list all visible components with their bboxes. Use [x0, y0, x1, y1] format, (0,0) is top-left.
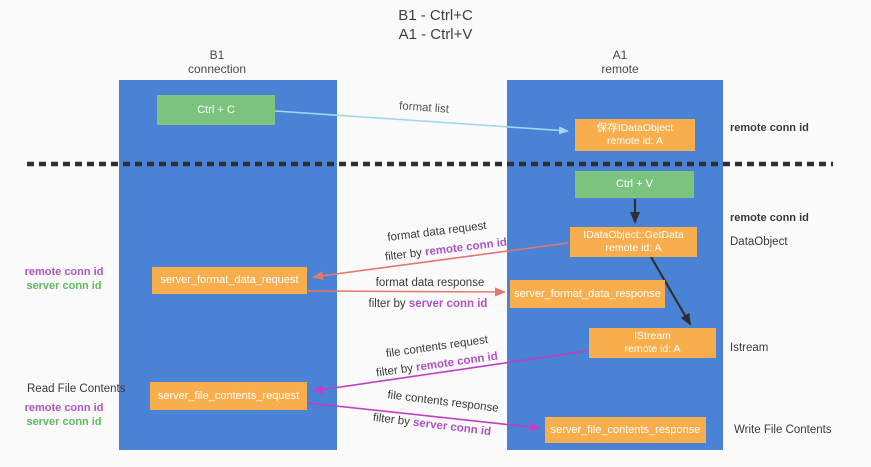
lifeline-a1-subtitle: remote — [601, 62, 639, 76]
ctrl-v-label: Ctrl + V — [616, 178, 653, 190]
title-line-2: A1 - Ctrl+V — [398, 26, 473, 43]
server-conn-id-key: server conn id — [412, 416, 492, 439]
left-conn-id-group-1: remote conn id server conn id — [16, 265, 112, 293]
getdata-line1: IDataObject::GetData — [583, 229, 684, 241]
filter-by-text: filter by — [384, 247, 423, 264]
server-format-data-response-label: server_format_data_response — [514, 287, 661, 300]
filter-by-text: filter by — [372, 411, 411, 429]
filter-by-text: filter by — [368, 298, 406, 310]
save-dataobject-line2: remote id: A — [606, 135, 664, 147]
write-file-contents-label: Write File Contents — [734, 424, 832, 436]
format-list-label: format list — [398, 100, 450, 116]
server-format-data-request-box: server_format_data_request — [152, 267, 307, 294]
format-data-response-arrow — [307, 287, 506, 297]
left-conn-id-group-2: remote conn id server conn id — [16, 401, 112, 429]
lifeline-header-a1: A1 remote — [560, 48, 680, 76]
getdata-box: IDataObject::GetData remote id: A — [570, 227, 697, 257]
istream-line2: remote id: A — [624, 343, 681, 355]
save-dataobject-box: 保存IDataObject remote id: A — [575, 119, 695, 151]
title-line-1: B1 - Ctrl+C — [398, 7, 473, 24]
lifeline-header-b1: B1 connection — [157, 48, 277, 76]
ctrl-c-label: Ctrl + C — [197, 103, 235, 116]
remote-conn-id-label-top-right: remote conn id — [730, 122, 809, 134]
file-contents-response-label: file contents response — [386, 389, 500, 415]
remote-conn-id-label-left-2: remote conn id — [24, 402, 104, 414]
file-contents-response-filter-label: filter by server conn id — [372, 412, 491, 438]
diagram-title: B1 - Ctrl+C A1 - Ctrl+V — [0, 6, 871, 44]
filter-by-text: filter by — [375, 362, 414, 380]
server-file-contents-request-box: server_file_contents_request — [150, 382, 307, 410]
server-conn-id-label-left-2: server conn id — [26, 416, 102, 428]
lifeline-b1-name: B1 — [209, 48, 225, 62]
server-format-data-response-box: server_format_data_response — [510, 280, 665, 308]
format-data-response-filter-label: filter by server conn id — [369, 298, 488, 310]
server-conn-id-key: server conn id — [408, 298, 488, 310]
dataobject-label: DataObject — [730, 236, 788, 248]
istream-side-label: Istream — [730, 342, 769, 354]
save-dataobject-line1: 保存IDataObject — [596, 122, 674, 134]
remote-conn-id-label-mid-right: remote conn id — [730, 212, 809, 224]
server-file-contents-response-label: server_file_contents_response — [550, 423, 701, 436]
lifeline-b1-subtitle: connection — [187, 62, 247, 76]
server-conn-id-label-left-1: server conn id — [26, 280, 102, 292]
getdata-line2: remote id: A — [605, 242, 662, 254]
read-file-contents-label: Read File Contents — [27, 383, 126, 395]
ctrl-v-box: Ctrl + V — [575, 171, 694, 198]
server-format-data-request-label: server_format_data_request — [160, 274, 299, 286]
server-file-contents-request-label: server_file_contents_request — [157, 389, 300, 402]
istream-line1: IStream — [634, 330, 671, 342]
remote-conn-id-label-left-1: remote conn id — [24, 266, 104, 278]
server-file-contents-response-box: server_file_contents_response — [545, 417, 706, 443]
lifeline-a1-name: A1 — [612, 48, 628, 62]
remote-conn-id-key: remote conn id — [424, 236, 508, 259]
ctrl-c-box: Ctrl + C — [157, 95, 275, 125]
istream-box: IStream remote id: A — [589, 328, 716, 358]
format-data-response-label: format data response — [375, 277, 485, 289]
